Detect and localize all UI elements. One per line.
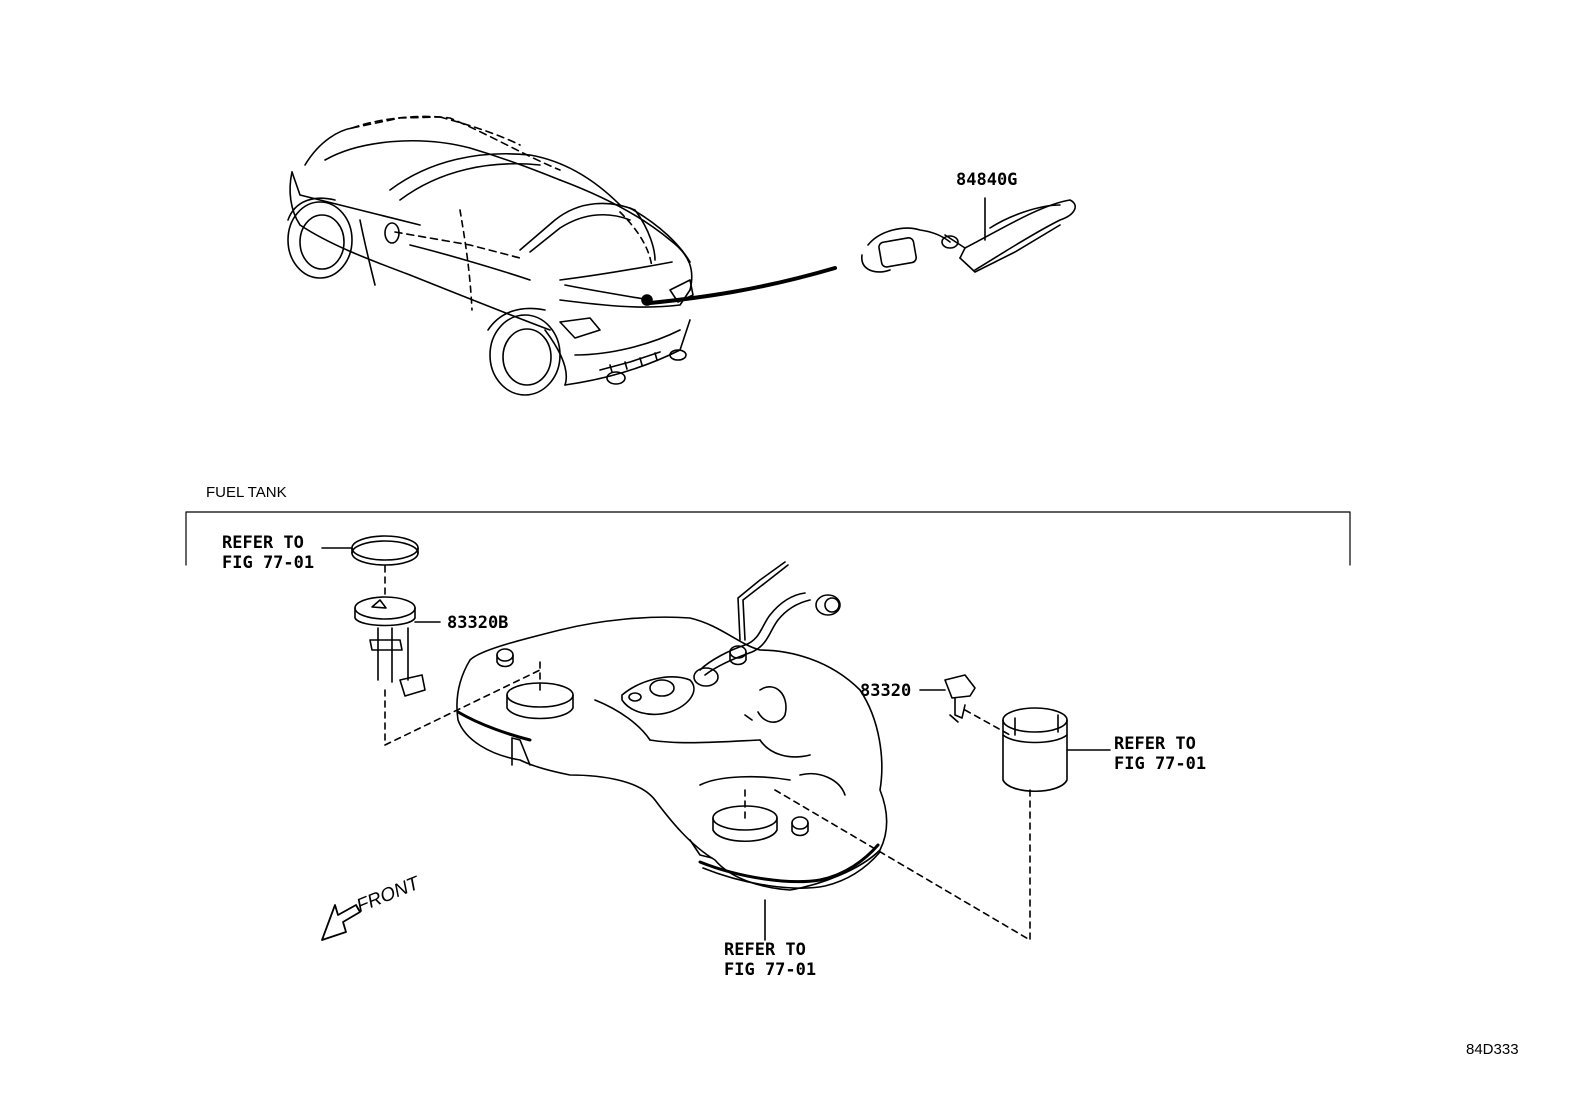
refer-to-strainer-line2[interactable]: FIG 77-01: [1114, 754, 1207, 774]
fuel-tank: [456, 616, 888, 891]
refer-to-tank-line2[interactable]: FIG 77-01: [724, 960, 817, 980]
part-label-83320[interactable]: 83320: [860, 681, 912, 701]
part-label-84840G[interactable]: 84840G: [956, 170, 1018, 190]
vent-pipes: [699, 561, 841, 676]
diagram-id: 84D333: [1466, 1041, 1519, 1058]
car-illustration: [287, 115, 694, 396]
front-arrow-icon: [321, 904, 361, 941]
ring-gasket: [321, 535, 419, 566]
refer-to-ring-line1: REFER TO: [222, 533, 304, 553]
section-title: FUEL TANK: [206, 484, 287, 501]
pump-module-83320B: [354, 596, 441, 697]
harness-leader: [648, 266, 837, 305]
wire-harness-84840G: [861, 197, 1076, 273]
section-bracket: [185, 511, 1351, 566]
refer-to-tank-line1: REFER TO: [724, 940, 806, 960]
part-label-83320B[interactable]: 83320B: [447, 613, 509, 633]
refer-to-ring-line2[interactable]: FIG 77-01: [222, 553, 315, 573]
fuel-strainer: [1002, 707, 1111, 793]
sender-83320: [919, 674, 976, 723]
refer-to-strainer-line1: REFER TO: [1114, 734, 1196, 754]
